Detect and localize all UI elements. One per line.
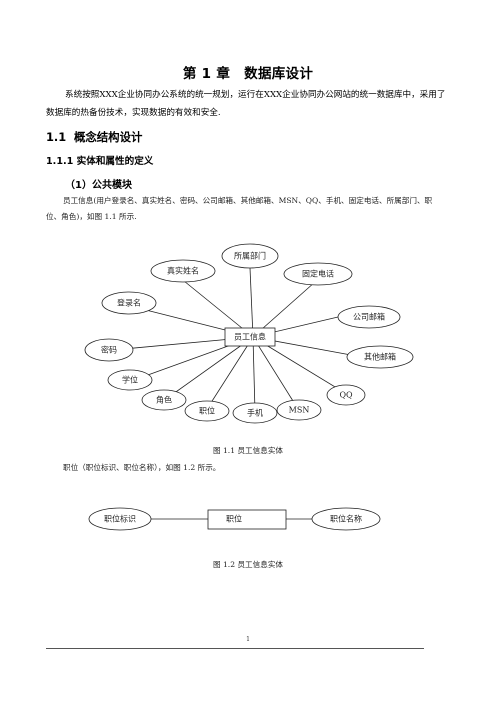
- attribute-label: 学位: [122, 375, 138, 385]
- intro-paragraph: 系统按照XXX企业协同办公系统的统一规划，运行在XXX企业协同办公网站的统一数据…: [46, 90, 446, 118]
- attr-ellipse: [326, 384, 366, 406]
- position-description: 职位（职位标识、职位名称），如图 1.2 所示。: [63, 463, 221, 472]
- attribute-label: 密码: [101, 345, 117, 355]
- attr-ellipse: [84, 338, 134, 362]
- attr-ellipse: [311, 507, 381, 531]
- attribute-label: MSN: [289, 406, 310, 415]
- attr-ellipse: [107, 369, 153, 391]
- attribute-label: 角色: [156, 395, 172, 405]
- footer-rule: [46, 648, 424, 649]
- attribute-label: 职位名称: [330, 514, 362, 524]
- attribute-label: 其他邮箱: [364, 352, 396, 362]
- attr-ellipse: [101, 291, 157, 315]
- subsection-heading: 1.1.1 实体和属性的定义: [46, 156, 154, 167]
- module-heading: （1）公共模块: [65, 180, 132, 191]
- section-heading: 1.1 概念结构设计: [46, 129, 142, 145]
- attr-ellipse: [88, 507, 152, 531]
- entity-label: 员工信息: [234, 332, 266, 342]
- attribute-label: 职位标识: [104, 514, 136, 524]
- attr-ellipse: [283, 262, 353, 286]
- attribute-label: 职位: [199, 406, 215, 416]
- entity-label: 职位: [226, 514, 242, 524]
- attr-ellipse: [150, 259, 216, 283]
- attribute-label: 所属部门: [234, 251, 266, 261]
- section-number: 1.1: [46, 130, 67, 144]
- attr-ellipse: [337, 305, 401, 329]
- attribute-label: 登录名: [117, 298, 141, 308]
- attr-ellipse: [221, 243, 279, 269]
- entity-box: [224, 327, 276, 347]
- chapter-title: 第 1 章数据库设计: [0, 62, 496, 82]
- attr-ellipse: [184, 400, 230, 422]
- attr-ellipse: [276, 399, 322, 421]
- attribute-label: 手机: [247, 408, 263, 418]
- attr-ellipse: [141, 389, 187, 411]
- attribute-label: QQ: [339, 391, 353, 400]
- chapter-number: 第 1 章: [182, 66, 231, 82]
- figure2-caption: 图 1.2 员工信息实体: [212, 560, 284, 569]
- attr-ellipse: [346, 345, 414, 369]
- attribute-label: 真实姓名: [167, 266, 199, 276]
- attribute-label: 固定电话: [302, 269, 334, 279]
- attr-ellipse: [232, 402, 278, 424]
- page-number: 1: [246, 636, 250, 643]
- figure1-caption: 图 1.1 员工信息实体: [212, 446, 284, 455]
- chapter-name: 数据库设计: [244, 66, 314, 82]
- employee-description: 员工信息(用户登录名、真实姓名、密码、公司邮箱、其他邮箱、MSN、QQ、手机、固…: [46, 196, 433, 221]
- entity-box: [207, 509, 287, 530]
- section-title: 概念结构设计: [74, 130, 143, 144]
- attribute-label: 公司邮箱: [353, 312, 385, 322]
